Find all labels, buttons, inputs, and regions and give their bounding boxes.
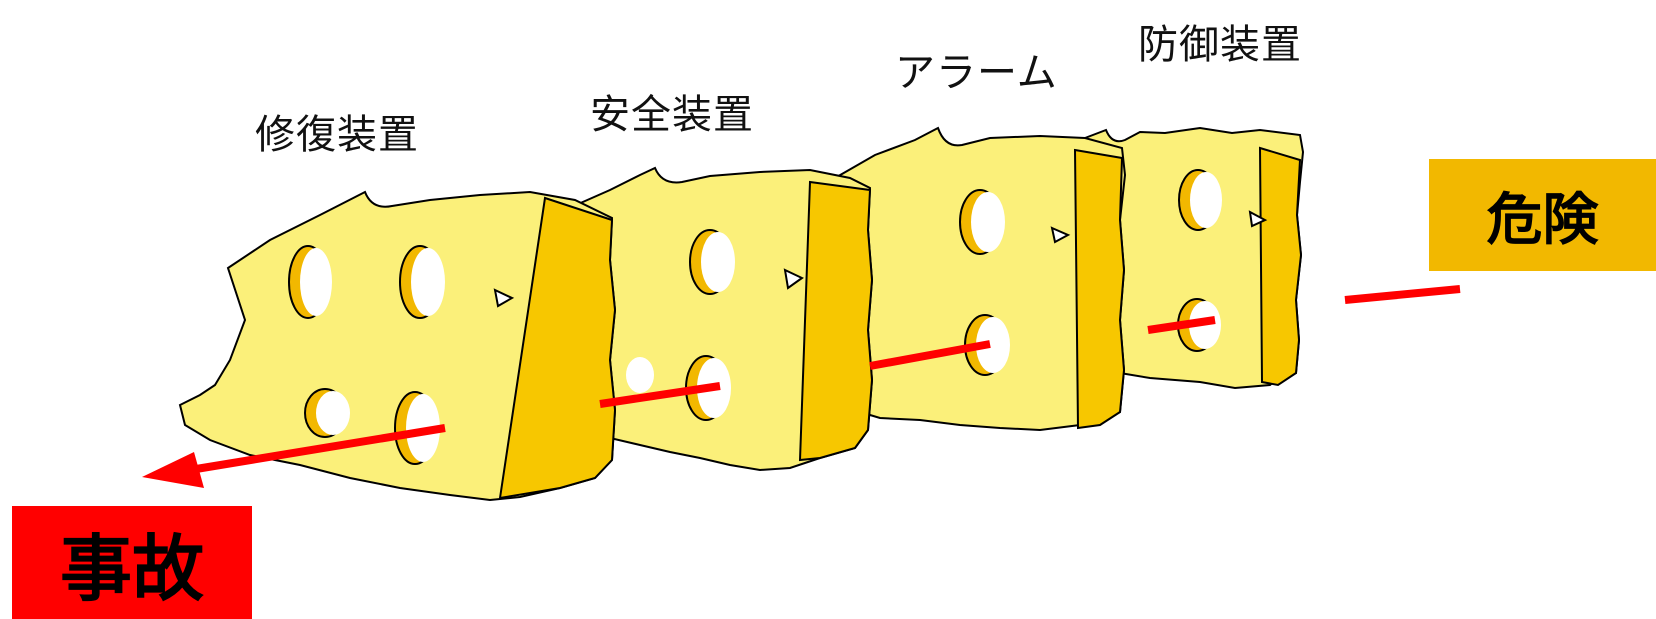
layer-label-defense: 防御装置 (1138, 22, 1302, 68)
cheese-slice-safety (574, 166, 874, 472)
layer-label-safety: 安全装置 (590, 92, 754, 138)
accident-label-box: 事故 (12, 506, 252, 619)
hazard-label: 危険 (1486, 187, 1599, 253)
cheese-slice-defense (1084, 126, 1305, 390)
accident-label: 事故 (59, 527, 204, 611)
hazard-trajectory-arrow (142, 285, 1461, 488)
cheese-slice-repair (178, 190, 617, 502)
layer-label-alarm: アラーム (895, 50, 1058, 96)
layer-label-repair: 修復装置 (255, 112, 419, 158)
hazard-label-box: 危険 (1429, 159, 1656, 271)
cheese-slice-alarm (833, 126, 1127, 432)
